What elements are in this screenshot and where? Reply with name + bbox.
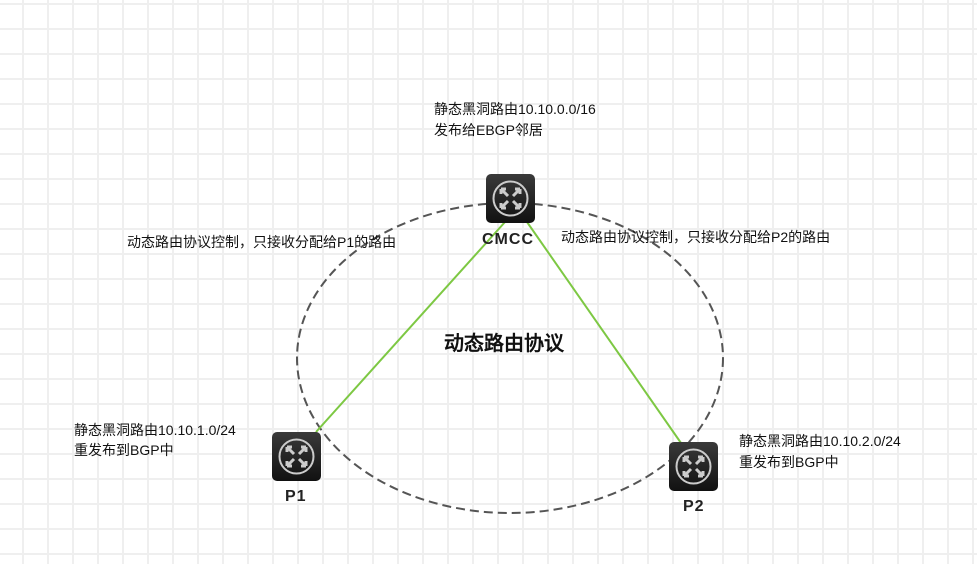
label-cmcc: CMCC — [482, 231, 534, 248]
note-p2-line1: 静态黑洞路由10.10.2.0/24 — [739, 433, 901, 449]
router-p2[interactable] — [669, 442, 718, 491]
note-right-control: 动态路由协议控制，只接收分配给P2的路由 — [561, 229, 831, 245]
router-icon — [675, 448, 712, 485]
note-left-control: 动态路由协议控制，只接收分配给P1的路由 — [127, 234, 397, 250]
router-p1[interactable] — [272, 432, 321, 481]
note-p1-line1: 静态黑洞路由10.10.1.0/24 — [74, 422, 236, 438]
note-cmcc-line1: 静态黑洞路由10.10.0.0/16 — [434, 101, 596, 117]
note-p1-line2: 重发布到BGP中 — [74, 442, 174, 458]
link-cmcc-p2 — [526, 221, 682, 444]
note-cmcc-line2: 发布给EBGP邻居 — [434, 122, 543, 138]
label-p1: P1 — [285, 488, 307, 505]
label-p2: P2 — [683, 498, 705, 515]
note-p2-line2: 重发布到BGP中 — [739, 454, 839, 470]
router-cmcc[interactable] — [486, 174, 535, 223]
router-icon — [278, 438, 315, 475]
link-cmcc-p1 — [315, 221, 506, 433]
router-icon — [492, 180, 529, 217]
diagram-title: 动态路由协议 — [444, 331, 564, 355]
